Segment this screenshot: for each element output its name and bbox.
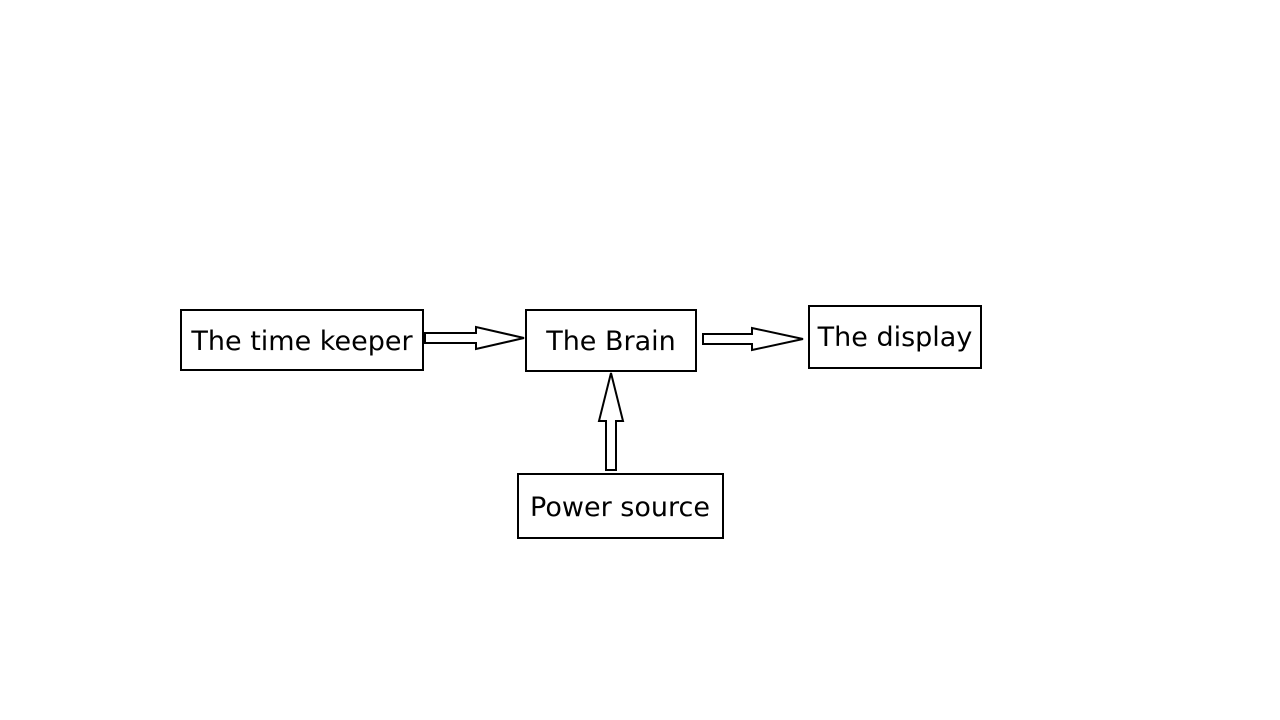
node-time-keeper: The time keeper bbox=[180, 309, 424, 371]
node-display: The display bbox=[808, 305, 982, 369]
node-power-source: Power source bbox=[517, 473, 724, 539]
arrow-power-source-to-brain bbox=[597, 372, 625, 471]
arrow-time-keeper-to-brain bbox=[424, 325, 525, 351]
node-brain-label: The Brain bbox=[545, 326, 676, 357]
arrow-brain-to-display bbox=[702, 326, 804, 352]
node-power-source-box bbox=[517, 473, 724, 539]
node-brain: The Brain bbox=[525, 309, 697, 372]
node-power-source-label: Power source bbox=[530, 492, 710, 523]
node-display-label: The display bbox=[817, 322, 973, 353]
node-brain-box bbox=[525, 309, 697, 372]
node-display-box bbox=[808, 305, 982, 369]
node-time-keeper-label: The time keeper bbox=[190, 326, 413, 357]
node-time-keeper-box bbox=[180, 309, 424, 371]
